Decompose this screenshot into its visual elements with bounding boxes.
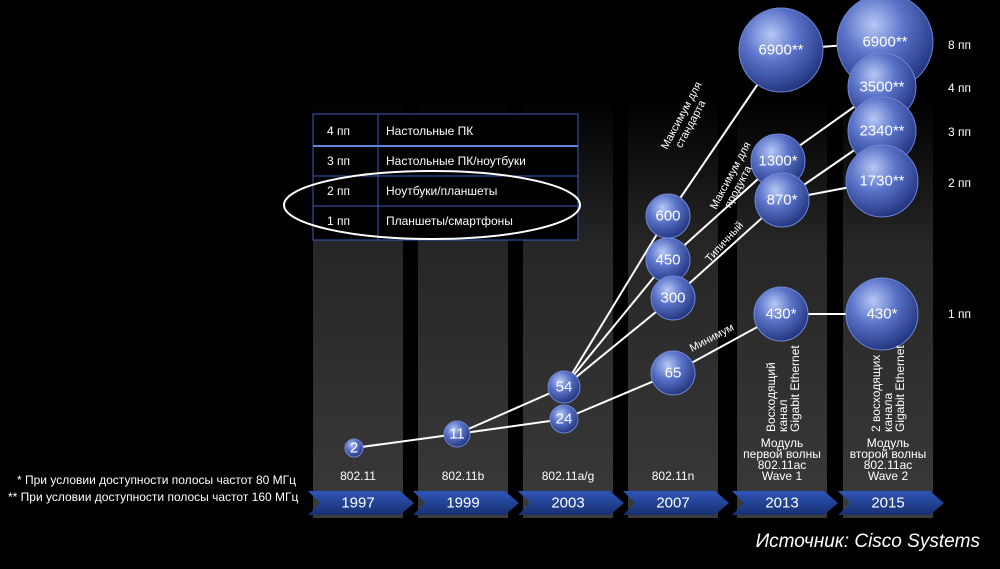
legend-devices: Настольные ПК <box>386 124 473 138</box>
year-arrow-2013 <box>732 491 838 515</box>
standard-label: 802.11ac <box>758 458 807 472</box>
year-label-2013: 2013 <box>765 495 798 512</box>
speed-label: 600 <box>655 208 680 225</box>
speed-label: 870* <box>767 192 798 209</box>
year-arrow-2007 <box>623 491 729 515</box>
speed-bubble-430 <box>845 277 919 351</box>
legend-frame <box>312 113 579 241</box>
year-arrow-2015 <box>838 491 944 515</box>
speed-bubble-430 <box>753 286 809 342</box>
note-2015-line: Gigabit Ethernet <box>893 345 907 432</box>
connector-line <box>563 297 674 388</box>
note-2015-line: 2 восходящих <box>869 355 883 432</box>
spatial-stream-label: 1 пп <box>948 307 971 321</box>
speed-bubble-24 <box>549 404 579 434</box>
legend-devices: Ноутбуки/планшеты <box>386 184 497 198</box>
source-caption: Источник: Cisco Systems <box>755 531 980 552</box>
speed-bubbles: 2 11 54 24 600 450 300 65 6900** 1300* 870* 430* 690… <box>344 0 934 458</box>
year-arrow-2003 <box>518 491 624 515</box>
standard-label: второй волны <box>850 447 926 461</box>
speed-label: 6900** <box>862 34 907 51</box>
legend-streams: 3 пп <box>327 154 350 168</box>
speed-label: 2 <box>350 440 358 457</box>
speed-label: 430* <box>867 306 898 323</box>
speed-label: 11 <box>449 426 465 443</box>
legend-streams: 2 пп <box>327 184 350 198</box>
legend-devices: Планшеты/смартфоны <box>386 214 513 228</box>
legend-streams: 4 пп <box>327 124 350 138</box>
standard-label: 802.11ac <box>864 458 913 472</box>
standard-label: 802.11n <box>652 469 695 483</box>
speed-bubble-6900 <box>738 7 824 93</box>
highlight-ellipse <box>283 170 581 240</box>
speed-bubble-870 <box>754 172 810 228</box>
year-label-1999: 1999 <box>446 495 479 512</box>
speed-bubble-2 <box>344 438 364 458</box>
connector-line <box>353 433 458 449</box>
standard-label: Wave 2 <box>868 469 909 483</box>
speed-label: 430* <box>766 306 797 323</box>
speed-label: 24 <box>556 411 573 428</box>
note-2013-line: канал <box>776 400 790 433</box>
legend-streams: 1 пп <box>327 214 350 228</box>
speed-bubble-54 <box>547 370 581 404</box>
speed-bubble-65 <box>650 350 696 396</box>
spatial-stream-label: 3 пп <box>948 125 971 139</box>
year-arrow-1997 <box>308 491 414 515</box>
speed-bubble-300 <box>650 275 696 321</box>
legend-devices: Настольные ПК/ноутбуки <box>386 154 526 168</box>
spatial-stream-label: 8 пп <box>948 38 971 52</box>
note-2015-line: канала <box>881 393 895 432</box>
standard-label: первой волны <box>743 447 821 461</box>
year-label-2015: 2015 <box>871 495 904 512</box>
year-arrows: 1997 1999 2003 2007 2013 2015 <box>308 491 944 515</box>
speed-label: 2340** <box>859 123 904 140</box>
connector-line <box>563 215 669 388</box>
speed-label: 1300* <box>758 153 797 170</box>
speed-label: 1730** <box>859 173 904 190</box>
speed-bubble-11 <box>443 420 471 448</box>
spatial-stream-label: 4 пп <box>948 81 971 95</box>
speed-bubble-1730 <box>845 144 919 218</box>
standard-label: 802.11b <box>442 469 485 483</box>
year-label-2003: 2003 <box>551 495 584 512</box>
standard-label: Модуль <box>867 436 910 450</box>
spatial-stream-label: 2 пп <box>948 176 971 190</box>
connector-line <box>563 259 669 388</box>
standard-label: Модуль <box>761 436 804 450</box>
speed-label: 450 <box>655 252 680 269</box>
speed-label: 54 <box>556 379 573 396</box>
note-2013-line: Восходящий <box>764 362 778 432</box>
legend-table: 4 пп Настольные ПК 3 пп Настольные ПК/ноутб… <box>283 113 581 241</box>
standard-label: 802.11 <box>340 469 376 483</box>
connector-line <box>456 386 565 435</box>
year-label-1997: 1997 <box>341 495 374 512</box>
speed-label: 300 <box>660 290 685 307</box>
standard-label: 802.11a/g <box>542 469 595 483</box>
year-arrow-1999 <box>413 491 519 515</box>
standard-label: Wave 1 <box>762 469 803 483</box>
footnote: ** При условии доступности полосы частот… <box>8 490 298 504</box>
speed-label: 65 <box>665 365 682 382</box>
footnote: * При условии доступности полосы частот … <box>17 473 296 487</box>
speed-label: 3500** <box>859 79 904 96</box>
connector-line <box>456 418 565 435</box>
note-2013-line: Gigabit Ethernet <box>788 345 802 432</box>
speed-label: 6900** <box>758 42 803 59</box>
year-label-2007: 2007 <box>656 495 689 512</box>
